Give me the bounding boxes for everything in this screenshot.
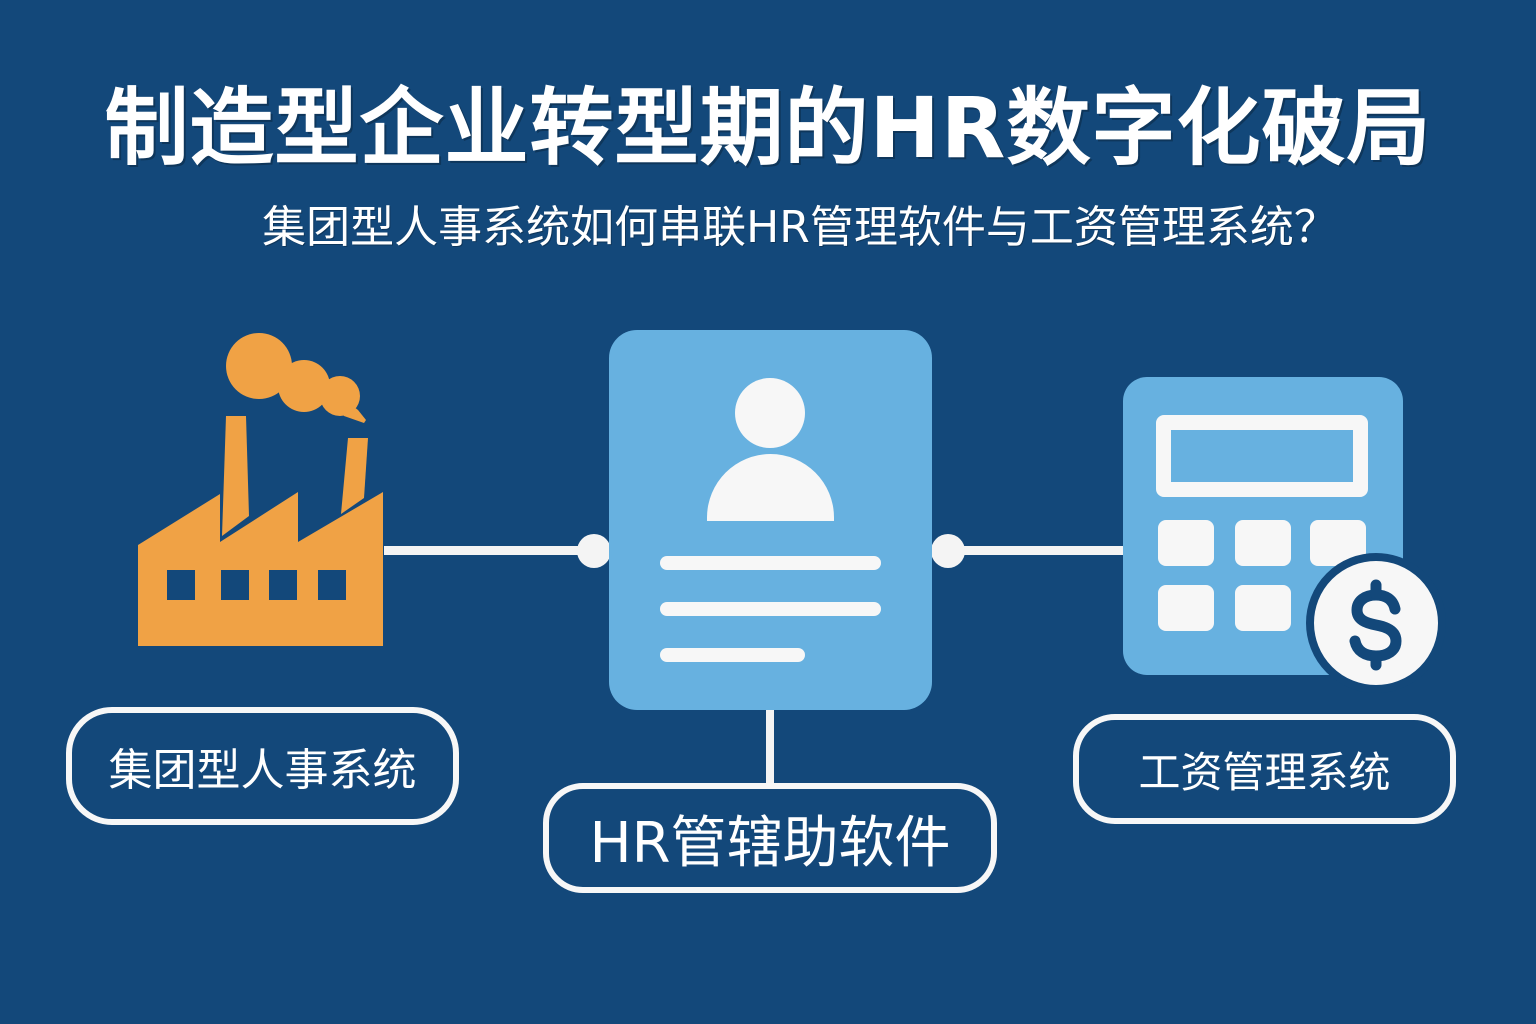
connector-left — [384, 546, 594, 555]
calculator-key — [1235, 585, 1291, 631]
person-head — [735, 378, 805, 448]
calculator-key — [1158, 520, 1214, 566]
connector-dot-right — [931, 534, 965, 568]
dollar-coin-icon — [1306, 553, 1446, 693]
profile-line-2 — [660, 602, 881, 616]
employee-profile-icon — [609, 330, 932, 710]
profile-line-1 — [660, 556, 881, 570]
page-subtitle: 集团型人事系统如何串联HR管理软件与工资管理系统？ — [262, 202, 1338, 253]
label-payroll-system: 工资管理系统 — [1073, 714, 1456, 824]
label-hr-software: HR管辖助软件 — [543, 783, 997, 893]
calculator-key — [1158, 585, 1214, 631]
profile-line-3 — [660, 648, 805, 662]
connector-right — [948, 546, 1126, 555]
label-text: 集团型人事系统 — [108, 745, 417, 796]
calculator-key — [1235, 520, 1291, 566]
label-group-hr-system: 集团型人事系统 — [66, 707, 459, 825]
label-text: 工资管理系统 — [1138, 747, 1391, 797]
page-title: 制造型企业转型期的HR数字化破局 — [104, 79, 1432, 177]
connector-down — [766, 708, 774, 786]
calculator-screen — [1156, 415, 1368, 497]
factory-icon — [136, 330, 386, 648]
person-body — [707, 454, 834, 521]
connector-dot-left — [577, 534, 611, 568]
label-text: HR管辖助软件 — [589, 810, 951, 876]
